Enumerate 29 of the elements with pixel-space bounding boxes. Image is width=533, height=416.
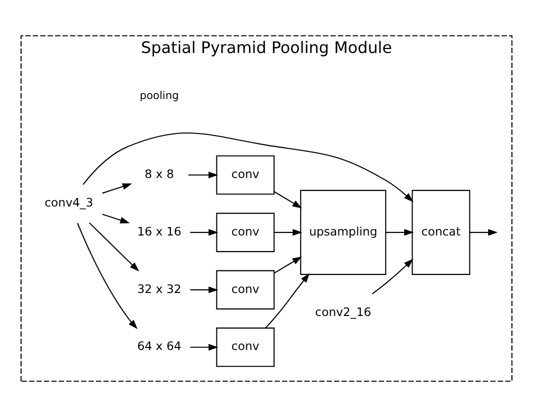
node-box: concat: [412, 189, 470, 274]
arrow: [190, 286, 218, 293]
arrow: [102, 182, 132, 194]
node-box: conv: [216, 154, 275, 194]
arrow: [190, 343, 218, 350]
arrow: [470, 228, 498, 236]
arrow: [89, 222, 140, 271]
node-box: conv: [216, 327, 275, 366]
arrow: [190, 228, 218, 236]
arrow: [188, 171, 218, 178]
node-text: conv4_3: [44, 195, 94, 210]
arrow: [386, 228, 414, 236]
arrow: [274, 228, 302, 236]
arrow: [82, 132, 414, 202]
arrow: [274, 256, 302, 274]
arrow: [77, 222, 138, 329]
label: pooling: [140, 88, 179, 102]
arrow: [102, 213, 130, 223]
node-text: 32 x 32: [137, 281, 182, 296]
node-text: 16 x 16: [137, 224, 182, 238]
node-box: conv: [216, 212, 275, 252]
node-text: 64 x 64: [137, 338, 182, 353]
node-text: 8 x 8: [144, 166, 174, 180]
arrow: [265, 272, 310, 328]
node-box: upsampling: [300, 189, 386, 274]
arrow: [274, 190, 302, 208]
arrow: [372, 258, 414, 294]
node-box: conv: [216, 270, 275, 309]
node-text: conv2_16: [315, 304, 372, 319]
